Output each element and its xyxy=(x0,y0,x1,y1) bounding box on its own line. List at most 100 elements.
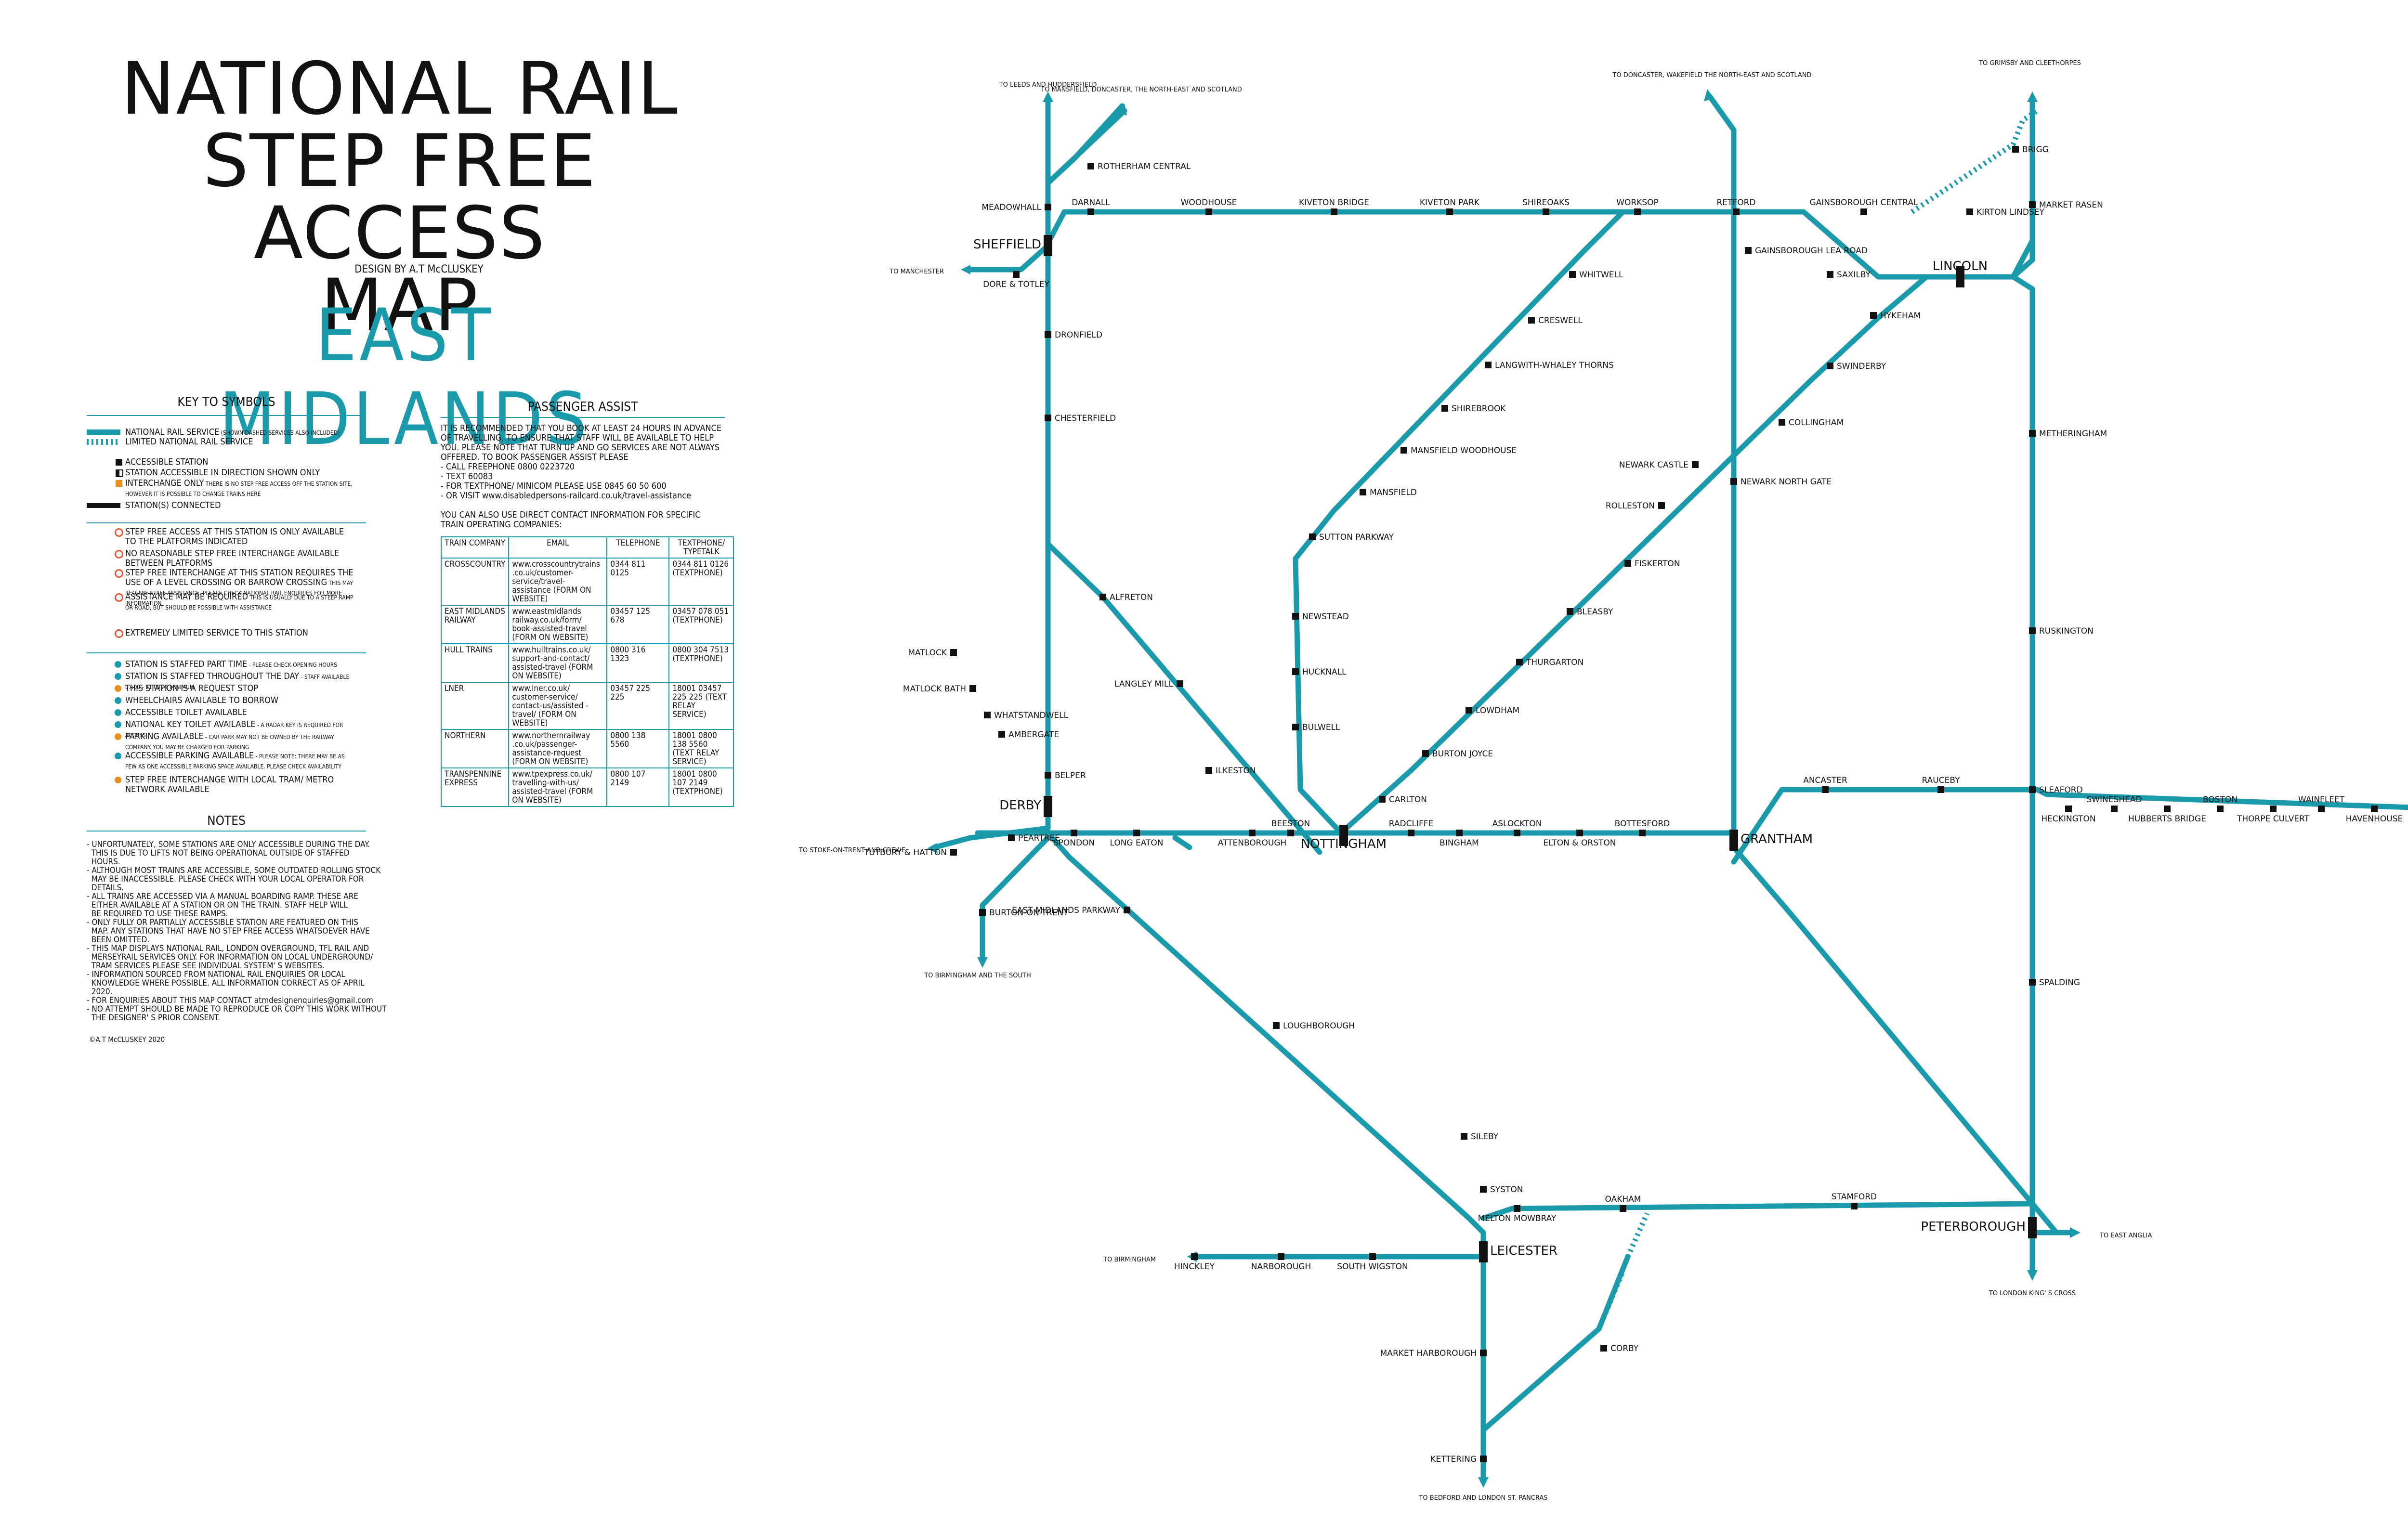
major-station-marker-nottingham[interactable] xyxy=(1339,825,1348,846)
major-station-marker-lincoln[interactable] xyxy=(1956,266,1964,287)
station-marker-fiskerton[interactable] xyxy=(1624,560,1631,567)
station-marker-ruskington[interactable] xyxy=(2029,627,2036,634)
station-marker-newark-north-gate[interactable] xyxy=(1730,478,1737,485)
station-marker-kirton-lindsey[interactable] xyxy=(1966,208,1973,215)
station-marker-melton-mowbray[interactable] xyxy=(1514,1205,1520,1212)
station-marker-kettering[interactable] xyxy=(1480,1456,1487,1462)
station-marker-newstead[interactable] xyxy=(1292,613,1299,620)
station-marker-elton-orston[interactable] xyxy=(1576,830,1583,836)
station-marker-heckington[interactable] xyxy=(2065,806,2072,812)
station-marker-loughborough[interactable] xyxy=(1273,1022,1280,1029)
station-marker-kiveton-bridge[interactable] xyxy=(1331,208,1337,215)
station-marker-matlock-bath[interactable] xyxy=(969,685,976,692)
station-marker-worksop[interactable] xyxy=(1634,208,1641,215)
station-marker-havenhouse[interactable] xyxy=(2371,806,2378,812)
station-marker-stamford[interactable] xyxy=(1851,1203,1858,1209)
station-marker-sileby[interactable] xyxy=(1461,1133,1467,1140)
station-marker-corby[interactable] xyxy=(1600,1345,1607,1352)
station-marker-swineshead[interactable] xyxy=(2111,806,2118,812)
station-marker-mansfield[interactable] xyxy=(1360,489,1366,495)
station-marker-ambergate[interactable] xyxy=(998,731,1005,738)
station-marker-spalding[interactable] xyxy=(2029,979,2036,986)
station-marker-market-harborough[interactable] xyxy=(1480,1350,1487,1356)
station-marker-saxilby[interactable] xyxy=(1827,271,1833,278)
station-marker-creswell[interactable] xyxy=(1528,317,1535,324)
station-marker-spondon[interactable] xyxy=(1071,830,1077,836)
station-marker-bulwell[interactable] xyxy=(1292,724,1299,730)
station-marker-boston[interactable] xyxy=(2217,806,2224,812)
station-marker-wainfleet[interactable] xyxy=(2318,806,2325,812)
station-marker-gainsborough-lea-road[interactable] xyxy=(1745,247,1752,254)
station-marker-market-rasen[interactable] xyxy=(2029,201,2036,208)
station-marker-chesterfield[interactable] xyxy=(1045,415,1051,421)
station-marker-east-midlands-parkway[interactable] xyxy=(1124,907,1130,913)
station-marker-rauceby[interactable] xyxy=(1937,786,1944,793)
station-marker-woodhouse[interactable] xyxy=(1205,208,1212,215)
station-marker-lowdham[interactable] xyxy=(1466,707,1472,714)
station-marker-bottesford[interactable] xyxy=(1639,830,1646,836)
station-marker-south-wigston[interactable] xyxy=(1369,1253,1376,1260)
station-marker-peartree[interactable] xyxy=(1008,834,1015,841)
station-marker-sleaford[interactable] xyxy=(2029,786,2036,793)
station-marker-brigg[interactable] xyxy=(2012,146,2019,153)
station-marker-hucknall[interactable] xyxy=(1292,668,1299,675)
red-ring-icon xyxy=(115,593,123,602)
station-marker-long-eaton[interactable] xyxy=(1133,830,1140,836)
station-marker-beeston[interactable] xyxy=(1287,830,1294,836)
station-marker-rotherham-central[interactable] xyxy=(1087,163,1094,169)
major-station-marker-leicester[interactable] xyxy=(1479,1241,1488,1262)
station-marker-whatstandwell[interactable] xyxy=(984,712,991,718)
station-marker-shireoaks[interactable] xyxy=(1543,208,1549,215)
station-marker-hubberts-bridge[interactable] xyxy=(2164,806,2171,812)
station-marker-meadowhall[interactable] xyxy=(1045,204,1051,210)
destination-label: TO BIRMINGHAM AND THE SOUTH xyxy=(924,972,1031,979)
station-marker-dore-totley[interactable] xyxy=(1013,271,1020,278)
station-marker-kiveton-park[interactable] xyxy=(1446,208,1453,215)
station-marker-darnall[interactable] xyxy=(1087,208,1094,215)
key-note: - PLEASE CHECK OPENING HOURS xyxy=(247,662,338,668)
station-marker-matlock[interactable] xyxy=(950,649,957,656)
station-marker-ancaster[interactable] xyxy=(1822,786,1829,793)
station-marker-swinderby[interactable] xyxy=(1827,363,1833,369)
major-station-marker-derby[interactable] xyxy=(1044,796,1052,817)
station-marker-langley-mill[interactable] xyxy=(1177,680,1183,687)
station-marker-metheringham[interactable] xyxy=(2029,430,2036,437)
station-marker-bleasby[interactable] xyxy=(1567,608,1573,615)
station-marker-shirebrook[interactable] xyxy=(1441,405,1448,412)
station-marker-ilkeston[interactable] xyxy=(1205,767,1212,774)
major-station-marker-sheffield[interactable] xyxy=(1044,235,1052,256)
station-marker-narborough[interactable] xyxy=(1278,1253,1284,1260)
station-marker-collingham[interactable] xyxy=(1779,419,1785,426)
station-marker-oakham[interactable] xyxy=(1620,1205,1626,1212)
station-marker-radcliffe[interactable] xyxy=(1408,830,1414,836)
key-row-step-free-access-at-this-station-is-only-available-to-the-platforms-indicated: STEP FREE ACCESS AT THIS STATION IS ONLY… xyxy=(115,527,356,546)
station-marker-sutton-parkway[interactable] xyxy=(1309,533,1316,540)
station-marker-belper[interactable] xyxy=(1045,772,1051,779)
station-marker-langwith-whaley-thorns[interactable] xyxy=(1485,362,1492,368)
station-marker-whitwell[interactable] xyxy=(1569,271,1576,278)
station-marker-attenborough[interactable] xyxy=(1249,830,1256,836)
station-marker-thurgarton[interactable] xyxy=(1516,659,1523,665)
station-marker-newark-castle[interactable] xyxy=(1692,461,1699,468)
station-marker-syston[interactable] xyxy=(1480,1186,1487,1193)
station-marker-burton-joyce[interactable] xyxy=(1422,750,1429,757)
major-station-marker-grantham[interactable] xyxy=(1729,830,1738,851)
station-marker-carlton[interactable] xyxy=(1379,796,1386,803)
station-marker-dronfield[interactable] xyxy=(1045,331,1051,338)
station-marker-alfreton[interactable] xyxy=(1099,594,1106,600)
station-marker-bingham[interactable] xyxy=(1456,830,1463,836)
key-row-assistance-may-be-required: ASSISTANCE MAY BE REQUIRED THIS IS USUAL… xyxy=(115,592,356,612)
station-marker-hykeham[interactable] xyxy=(1870,312,1877,319)
station-marker-rolleston[interactable] xyxy=(1658,502,1665,509)
assist-heading: PASSENGER ASSIST xyxy=(527,400,638,414)
major-station-marker-peterborough[interactable] xyxy=(2028,1217,2037,1238)
station-label-brigg: BRIGG xyxy=(2022,145,2049,155)
station-marker-retford[interactable] xyxy=(1733,208,1740,215)
station-marker-thorpe-culvert[interactable] xyxy=(2270,806,2277,812)
station-marker-hinckley[interactable] xyxy=(1191,1253,1198,1260)
station-marker-tutbury-hatton[interactable] xyxy=(950,849,957,856)
station-marker-burton-on-trent[interactable] xyxy=(979,909,986,916)
station-marker-gainsborough-central[interactable] xyxy=(1860,208,1867,215)
station-marker-aslockton[interactable] xyxy=(1514,830,1520,836)
station-marker-mansfield-woodhouse[interactable] xyxy=(1400,447,1407,454)
